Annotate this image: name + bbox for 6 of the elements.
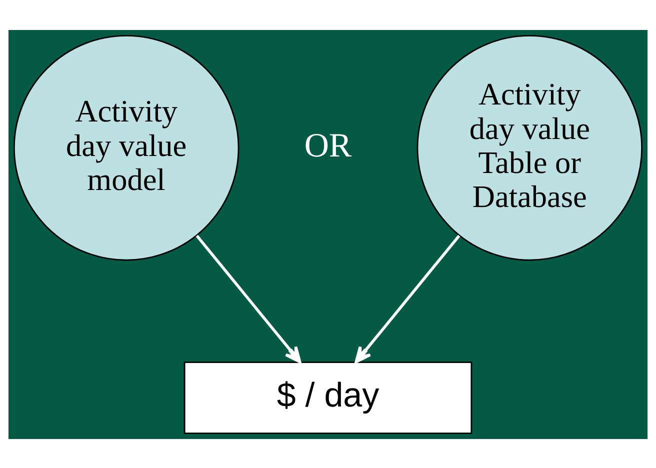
arrow — [196, 234, 302, 363]
node-circle: Activity day value model — [13, 34, 240, 260]
arrow — [354, 234, 460, 363]
label: OR — [304, 127, 352, 164]
node-box: $ / day — [184, 361, 472, 434]
node-circle: Activity day value Table or Database — [416, 34, 643, 260]
